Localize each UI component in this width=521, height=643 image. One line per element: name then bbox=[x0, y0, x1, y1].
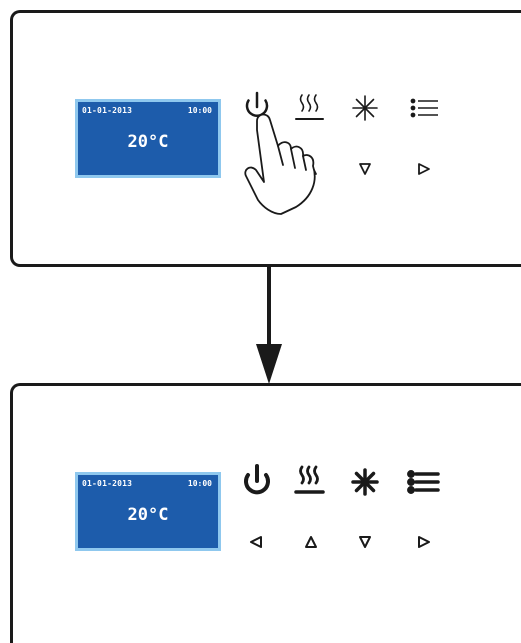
heating-icon[interactable] bbox=[294, 465, 325, 494]
left-arrow-icon[interactable] bbox=[250, 536, 262, 548]
display-date: 01-01-2013 bbox=[82, 479, 133, 488]
pointing-hand-icon bbox=[244, 113, 316, 215]
down-arrow-icon[interactable] bbox=[359, 163, 371, 175]
transition-arrow bbox=[256, 266, 282, 384]
power-icon[interactable] bbox=[244, 464, 270, 495]
heating-icon[interactable] bbox=[295, 94, 324, 120]
down-arrow-icon[interactable] bbox=[359, 536, 371, 548]
display-time: 10:00 bbox=[187, 479, 212, 488]
display-temperature: 20°C bbox=[127, 505, 169, 525]
cooling-icon[interactable] bbox=[351, 468, 379, 496]
display-date: 01-01-2013 bbox=[82, 106, 133, 115]
menu-icon[interactable] bbox=[407, 470, 440, 494]
display-after: 01-01-2013 10:00 20°C bbox=[75, 472, 221, 551]
menu-icon[interactable] bbox=[410, 98, 438, 118]
up-arrow-icon[interactable] bbox=[305, 536, 317, 548]
display-time: 10:00 bbox=[187, 106, 212, 115]
right-arrow-icon[interactable] bbox=[418, 163, 430, 175]
cooling-icon[interactable] bbox=[352, 95, 378, 121]
power-icon[interactable] bbox=[245, 91, 269, 117]
display-before: 01-01-2013 10:00 20°C bbox=[75, 99, 221, 178]
right-arrow-icon[interactable] bbox=[418, 536, 430, 548]
display-temperature: 20°C bbox=[127, 132, 169, 152]
